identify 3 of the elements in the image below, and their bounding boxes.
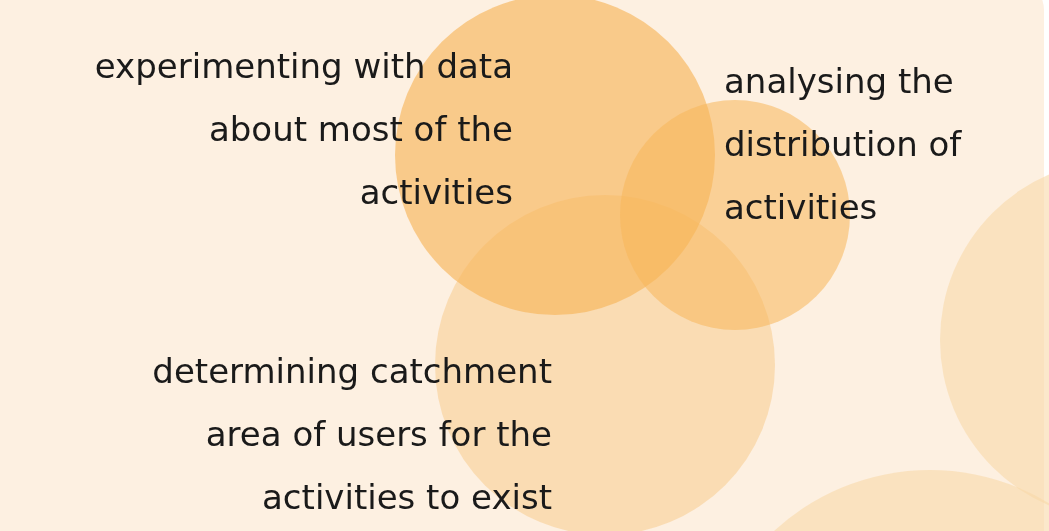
label-text: analysing the distribution of activities (724, 60, 963, 229)
label-text: experimenting with data about most of the activities (93, 45, 513, 214)
label-text: determining catchment area of users for the activities to exist (151, 350, 552, 519)
